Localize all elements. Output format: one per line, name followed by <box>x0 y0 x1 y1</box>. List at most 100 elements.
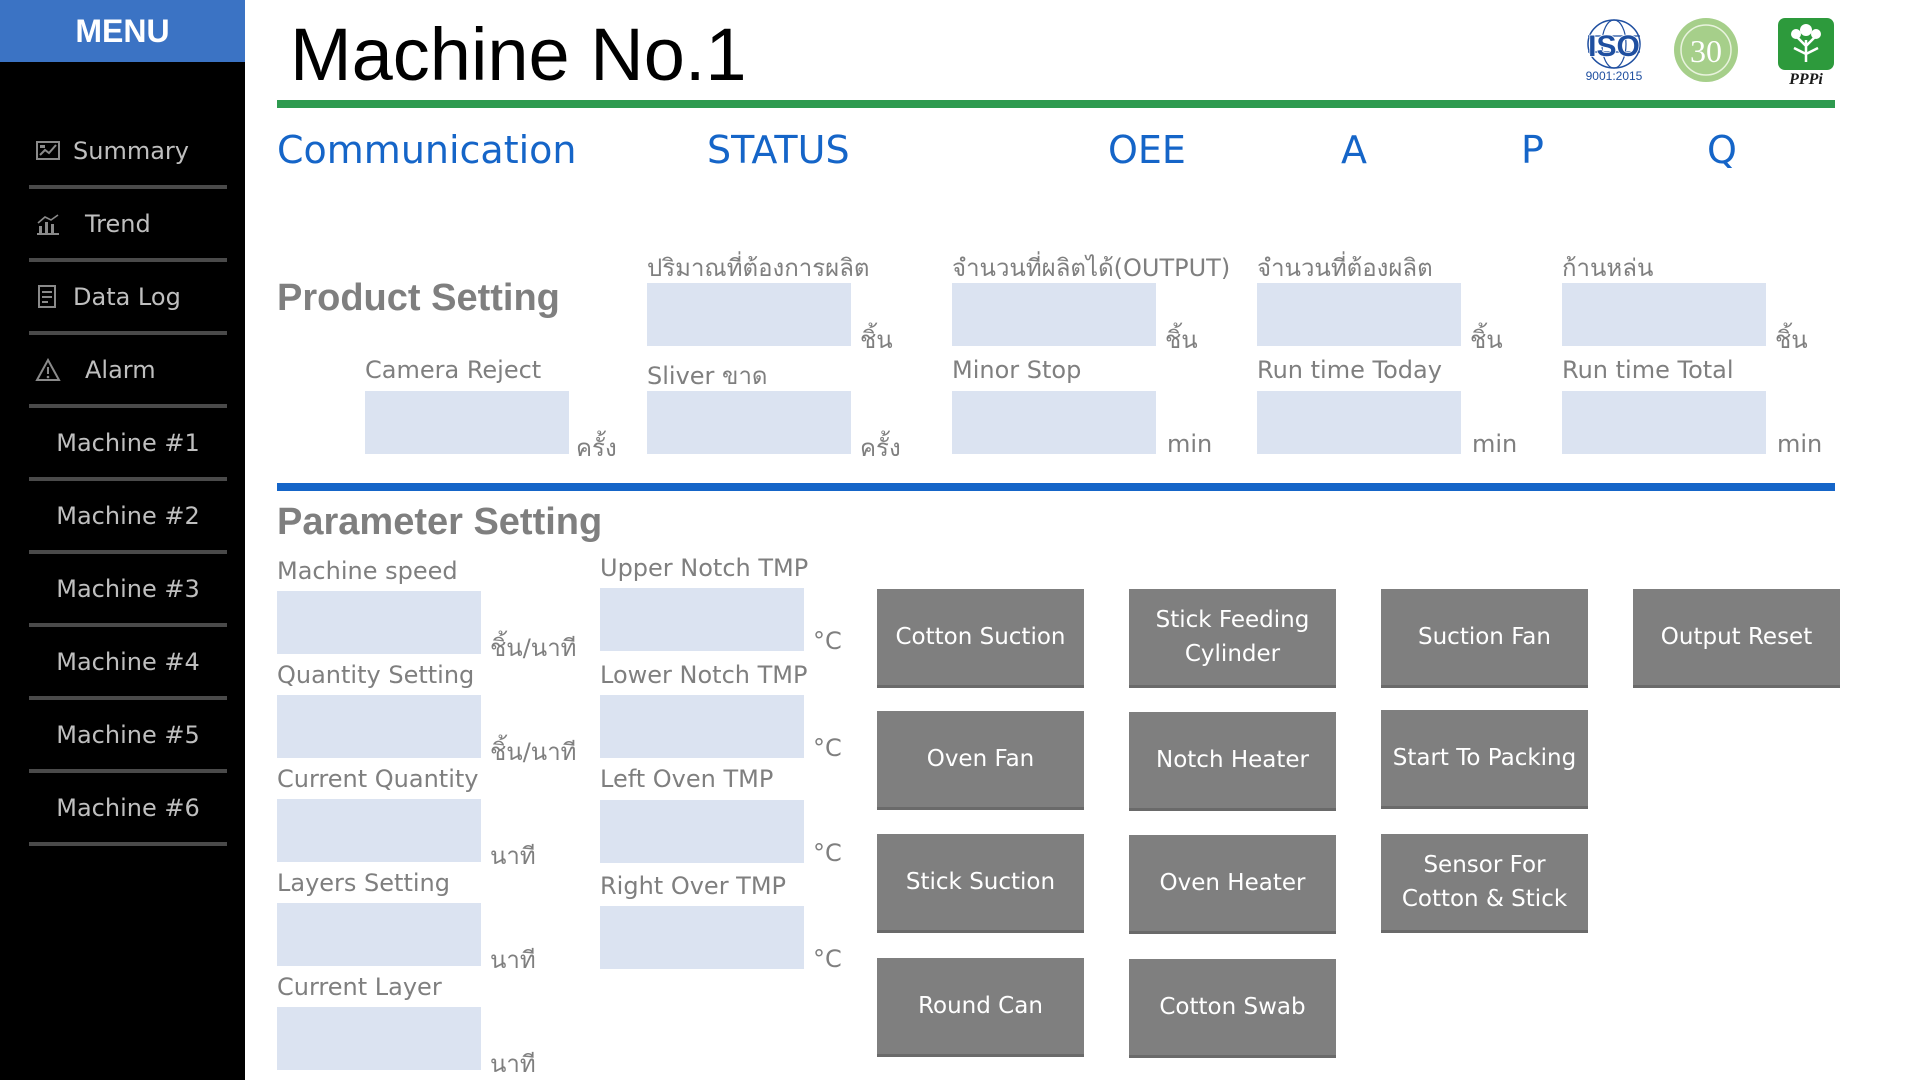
required-quantity-field[interactable] <box>1257 283 1461 346</box>
sidebar-item-machine-2[interactable]: Machine #2 <box>29 481 227 554</box>
right-oven-tmp-label: Right Over TMP <box>600 872 787 900</box>
sliver-break-unit: ครั้ง <box>860 434 901 462</box>
button-label: Start To Packing <box>1392 745 1577 771</box>
sidebar-item-machine-6[interactable]: Machine #6 <box>29 773 227 846</box>
sticks-label: ก้านหล่น <box>1562 254 1654 282</box>
iso-logo: ISO 9001:2015 <box>1586 19 1643 83</box>
button-label: Sensor For <box>1423 852 1546 878</box>
required-quantity-unit: ชิ้น <box>1470 326 1503 354</box>
oven-heater-button[interactable]: Oven Heater <box>1129 835 1336 934</box>
sticks-unit: ชิ้น <box>1775 326 1808 354</box>
cotton-suction-button[interactable]: Cotton Suction <box>877 589 1084 688</box>
button-label: Cotton & Stick <box>1401 886 1568 912</box>
product-setting-title: Product Setting <box>277 277 560 319</box>
cotton-swab-button[interactable]: Cotton Swab <box>1129 959 1336 1058</box>
current-layer-field[interactable] <box>277 1007 481 1070</box>
button-label: Cotton Swab <box>1159 994 1306 1020</box>
sidebar-item-data-log[interactable]: Data Log <box>29 262 227 335</box>
required-quantity-label: จำนวนที่ต้องผลิต <box>1257 254 1433 282</box>
sticks-field[interactable] <box>1562 283 1766 346</box>
sidebar-item-label: Machine #6 <box>56 793 200 822</box>
sidebar-item-label: Data Log <box>73 282 181 311</box>
current-layer-unit: นาที <box>490 1050 536 1078</box>
target-quantity-field[interactable] <box>647 283 851 346</box>
quantity-setting-label: Quantity Setting <box>277 661 475 689</box>
status-label: STATUS <box>707 128 850 172</box>
machine-speed-unit: ชิ้น/นาที <box>490 634 577 662</box>
run-time-today-field[interactable] <box>1257 391 1461 454</box>
iso-logo-sub: 9001:2015 <box>1586 69 1643 83</box>
sensor-cotton-stick-button[interactable]: Sensor For Cotton & Stick <box>1381 834 1588 933</box>
suction-fan-button[interactable]: Suction Fan <box>1381 589 1588 688</box>
sidebar-item-label: Machine #3 <box>56 574 200 603</box>
run-time-total-unit: min <box>1777 430 1823 458</box>
sidebar-item-trend[interactable]: Trend <box>29 189 227 262</box>
minor-stop-field[interactable] <box>952 391 1156 454</box>
left-oven-tmp-field[interactable] <box>600 800 804 863</box>
availability-label: A <box>1341 128 1367 172</box>
pppi-logo-text: PPPi <box>1788 71 1823 86</box>
notch-heater-button[interactable]: Notch Heater <box>1129 712 1336 811</box>
sidebar-item-label: Summary <box>73 136 189 165</box>
anniversary-number: 30 <box>1690 33 1722 69</box>
sliver-break-field[interactable] <box>647 391 851 454</box>
start-to-packing-button[interactable]: Start To Packing <box>1381 710 1588 809</box>
current-quantity-unit: นาที <box>490 842 536 870</box>
stick-feeding-cylinder-button[interactable]: Stick Feeding Cylinder <box>1129 589 1336 688</box>
sidebar-item-machine-3[interactable]: Machine #3 <box>29 554 227 627</box>
sidebar: MENU Summary Trend Data Log Alarm Machin… <box>0 0 245 1080</box>
lower-notch-tmp-unit: °C <box>813 734 842 762</box>
sidebar-item-machine-5[interactable]: Machine #5 <box>29 700 227 773</box>
oven-fan-button[interactable]: Oven Fan <box>877 711 1084 810</box>
sidebar-item-machine-4[interactable]: Machine #4 <box>29 627 227 700</box>
output-reset-button[interactable]: Output Reset <box>1633 589 1840 688</box>
upper-notch-tmp-field[interactable] <box>600 588 804 651</box>
sliver-break-label: Sliver ขาด <box>647 362 768 390</box>
left-oven-tmp-label: Left Oven TMP <box>600 765 774 793</box>
layers-setting-label: Layers Setting <box>277 869 450 897</box>
button-label: Cotton Suction <box>895 624 1066 650</box>
run-time-total-field[interactable] <box>1562 391 1766 454</box>
parameter-setting-title: Parameter Setting <box>277 501 603 543</box>
sidebar-item-alarm[interactable]: Alarm <box>29 335 227 408</box>
run-time-total-label: Run time Total <box>1562 356 1734 384</box>
left-oven-tmp-unit: °C <box>813 839 842 867</box>
right-oven-tmp-unit: °C <box>813 945 842 973</box>
sidebar-item-label: Alarm <box>85 355 156 384</box>
camera-reject-label: Camera Reject <box>365 356 542 384</box>
layers-setting-field[interactable] <box>277 903 481 966</box>
run-time-today-label: Run time Today <box>1257 356 1442 384</box>
output-field[interactable] <box>952 283 1156 346</box>
right-oven-tmp-field[interactable] <box>600 906 804 969</box>
round-can-button[interactable]: Round Can <box>877 958 1084 1057</box>
current-layer-label: Current Layer <box>277 973 442 1001</box>
current-quantity-label: Current Quantity <box>277 765 479 793</box>
sidebar-item-label: Machine #5 <box>56 720 200 749</box>
camera-reject-unit: ครั้ง <box>576 434 617 462</box>
machine-speed-label: Machine speed <box>277 557 458 585</box>
camera-reject-field[interactable] <box>365 391 569 454</box>
target-quantity-unit: ชิ้น <box>860 326 893 354</box>
machine-speed-field[interactable] <box>277 591 481 654</box>
quantity-setting-field[interactable] <box>277 695 481 758</box>
sidebar-item-summary[interactable]: Summary <box>29 116 227 189</box>
alarm-warning-icon <box>33 355 63 385</box>
minor-stop-label: Minor Stop <box>952 356 1082 384</box>
oee-label: OEE <box>1108 128 1186 172</box>
button-label: Round Can <box>918 993 1043 1019</box>
lower-notch-tmp-field[interactable] <box>600 695 804 758</box>
sidebar-item-label: Machine #1 <box>56 428 200 457</box>
sidebar-item-machine-1[interactable]: Machine #1 <box>29 408 227 481</box>
button-label: Oven Heater <box>1159 870 1306 896</box>
button-label: Output Reset <box>1660 624 1813 650</box>
lower-notch-tmp-label: Lower Notch TMP <box>600 661 808 689</box>
target-quantity-label: ปริมาณที่ต้องการผลิต <box>647 254 870 282</box>
button-label: Oven Fan <box>926 746 1035 772</box>
anniversary-logo: 30 <box>1674 18 1738 82</box>
output-label: จำนวนที่ผลิตได้(OUTPUT) <box>952 254 1231 282</box>
menu-button[interactable]: MENU <box>0 0 245 62</box>
performance-label: P <box>1521 128 1544 172</box>
stick-suction-button[interactable]: Stick Suction <box>877 834 1084 933</box>
button-label: Cylinder <box>1184 641 1281 667</box>
current-quantity-field[interactable] <box>277 799 481 862</box>
